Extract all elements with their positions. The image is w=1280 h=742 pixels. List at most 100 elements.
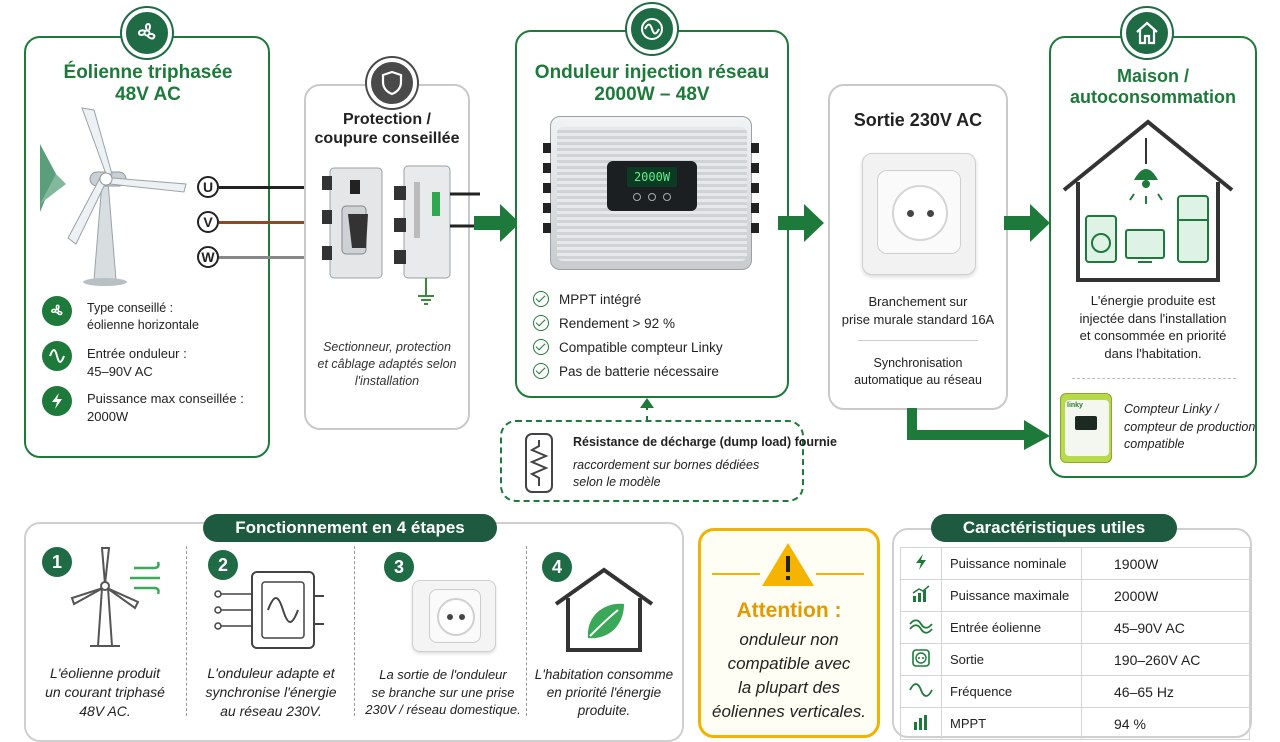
outlet-plate xyxy=(862,153,976,275)
step-4-line3: produite. xyxy=(577,703,631,719)
dumpload-title: Résistance de décharge (dump load) fourn… xyxy=(573,435,837,449)
step-divider-1 xyxy=(186,546,187,716)
step-1-text: L'éolienne produit un courant triphasé 4… xyxy=(36,664,174,721)
output-desc-1: Branchement sur prise murale standard 16… xyxy=(830,293,1006,328)
wire-w xyxy=(219,256,331,259)
inverter-display-panel: 2000W xyxy=(607,161,697,211)
arrow-output-to-house xyxy=(1004,204,1050,242)
spec-sine-wave-icon xyxy=(42,341,72,371)
wire-u xyxy=(219,186,331,189)
phase-v-label: V xyxy=(197,211,219,233)
dumpload-desc: raccordement sur bornes dédiées selon le… xyxy=(573,457,759,491)
row-label: Puissance maximale xyxy=(941,579,1082,612)
warning-separator xyxy=(712,573,760,575)
house-badge xyxy=(1122,8,1172,58)
turbine-title-line1: Éolienne triphasée xyxy=(63,62,233,83)
protection-desc-line1: Sectionneur, protection xyxy=(323,340,451,354)
wind-turbine-illustration xyxy=(40,107,187,286)
dumpload-desc-line2: selon le modèle xyxy=(573,474,661,489)
output-separator xyxy=(858,340,978,341)
output-desc-2: Synchronisation automatique au réseau xyxy=(830,355,1006,389)
table-row: Puissance maximale 2000W xyxy=(900,579,1250,612)
step-4-text: L'habitation consomme en priorité l'éner… xyxy=(532,666,676,721)
spec-type: Type conseillé : éolienne horizontale xyxy=(87,300,199,334)
characteristics-table: Puissance nominale 1900W Puissance maxim… xyxy=(900,547,1250,740)
row-label: Puissance nominale xyxy=(941,547,1082,580)
meter-desc-line3: compatible xyxy=(1124,437,1185,451)
row-label: MPPT xyxy=(941,707,1082,740)
feature-efficiency: Rendement > 92 % xyxy=(559,316,675,331)
inverter-device: 2000W xyxy=(543,116,759,270)
shield-icon xyxy=(381,70,403,96)
step-3-line1: La sortie de l'onduleur xyxy=(379,667,507,682)
resistor-icon xyxy=(525,433,553,493)
row-label: Fréquence xyxy=(941,675,1082,708)
breaker-illustration xyxy=(322,165,480,305)
warning-icon xyxy=(762,543,814,586)
meter-desc-line1: Compteur Linky / xyxy=(1124,402,1219,416)
step-3-text: La sortie de l'onduleur se branche sur u… xyxy=(360,666,526,719)
step-1-line1: L'éolienne produit xyxy=(49,665,161,681)
feature-no-battery: Pas de batterie nécessaire xyxy=(559,364,719,379)
output-desc-1-line1: Branchement sur xyxy=(868,294,968,309)
step-2-line3: au réseau 230V. xyxy=(220,702,322,719)
outlet-icon xyxy=(912,649,930,667)
row-icon-cell xyxy=(900,611,942,644)
arrow-protection-to-inverter xyxy=(474,204,520,242)
row-value: 1900W xyxy=(1081,547,1250,580)
phase-w-label: W xyxy=(197,246,219,268)
step-3-outlet xyxy=(412,580,496,652)
protection-title: Protection / coupure conseillée xyxy=(306,110,468,148)
house-description: L'énergie produite est injectée dans l'i… xyxy=(1053,292,1253,362)
output-desc-2-line1: Synchronisation xyxy=(873,356,963,370)
step-3-line3: 230V / réseau domestique. xyxy=(365,702,521,718)
step-1-line2: un courant triphasé xyxy=(45,683,165,700)
row-value: 94 % xyxy=(1081,707,1250,740)
home-icon xyxy=(1136,21,1158,45)
row-value: 190–260V AC xyxy=(1081,643,1250,676)
warning-separator-right xyxy=(816,573,864,575)
house-desc-line4: dans l'habitation. xyxy=(1104,345,1202,361)
step-3-number: 3 xyxy=(384,552,414,582)
spec-type-value: éolienne horizontale xyxy=(87,317,199,332)
turbine-title-line2: 48V AC xyxy=(115,83,181,105)
inverter-title-line1: Onduleur injection réseau xyxy=(534,62,770,83)
output-title: Sortie 230V AC xyxy=(853,110,983,130)
feature-check-2 xyxy=(533,315,549,331)
linky-meter: linky xyxy=(1060,393,1112,463)
warning-line2: compatible avec xyxy=(727,654,851,674)
steps-title: Fonctionnement en 4 étapes xyxy=(203,514,497,542)
eco-house-icon xyxy=(554,567,654,652)
step-2-text: L'onduleur adapte et synchronise l'énerg… xyxy=(194,664,348,721)
step-3-line2: se branche sur une prise xyxy=(371,684,515,700)
step-2-line1: L'onduleur adapte et xyxy=(207,665,335,681)
step-4-line1: L'habitation consomme xyxy=(534,667,674,682)
house-separator xyxy=(1072,378,1236,379)
inverter-display: 2000W xyxy=(627,167,677,187)
step-divider-2 xyxy=(354,546,355,716)
row-icon-cell xyxy=(900,643,942,676)
table-row: Sortie 190–260V AC xyxy=(900,643,1250,676)
step-divider-3 xyxy=(526,546,527,716)
inverter-badge xyxy=(627,4,677,54)
linky-brand: linky xyxy=(1067,402,1083,409)
warning-line1: onduleur non xyxy=(739,630,839,649)
phase-u-label: U xyxy=(197,176,219,198)
step-1-number: 1 xyxy=(42,547,72,577)
warning-line3: la plupart des xyxy=(737,678,841,698)
row-icon-cell xyxy=(900,675,942,708)
spec-input-label: Entrée onduleur : xyxy=(87,346,187,361)
table-row: Entrée éolienne 45–90V AC xyxy=(900,611,1250,644)
house-title-line2: autoconsommation xyxy=(1069,86,1236,107)
feature-check-4 xyxy=(533,363,549,379)
spec-input-value: 45–90V AC xyxy=(87,363,153,379)
feature-mppt: MPPT intégré xyxy=(559,292,642,307)
protection-title-line2: coupure conseillée xyxy=(314,130,460,148)
protection-description: Sectionneur, protection et câblage adapt… xyxy=(306,339,468,390)
warning-title: Attention : xyxy=(736,599,842,622)
row-icon-cell xyxy=(900,707,942,740)
protection-title-line1: Protection / xyxy=(342,111,431,128)
output-desc-2-line2: automatique au réseau xyxy=(854,372,982,387)
dumpload-desc-line1: raccordement sur bornes dédiées xyxy=(573,458,760,472)
outlet-socket xyxy=(892,185,948,241)
